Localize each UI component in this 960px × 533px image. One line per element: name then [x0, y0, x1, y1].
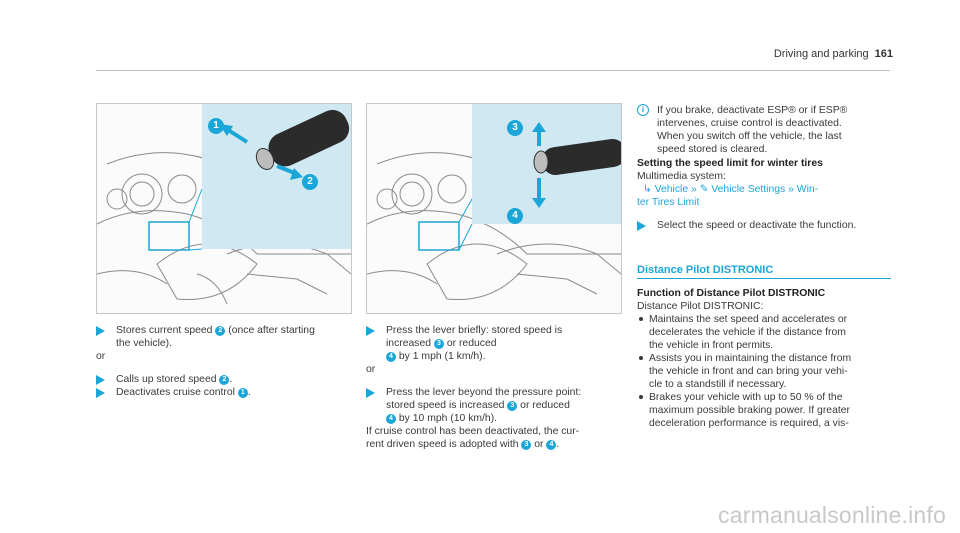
bullet-brakes: Brakes your vehicle with up to 50 % of t…	[637, 391, 893, 430]
callout-1: 1	[208, 116, 224, 134]
cockpit-illustration-2	[367, 104, 621, 301]
callout-2: 2	[302, 172, 318, 190]
cockpit-illustration-1	[97, 104, 351, 305]
header-title: Driving and parking	[773, 48, 869, 60]
path-winter-tires[interactable]: Win-	[796, 184, 819, 195]
double-chevron-icon: »	[691, 184, 697, 195]
header-rule	[96, 70, 890, 71]
step-deactivate: Deactivates cruise control 1.	[96, 386, 356, 399]
info-icon: i	[637, 104, 649, 116]
settings-icon: ✎	[699, 184, 709, 195]
step-arrow-icon	[366, 388, 375, 398]
step-press-beyond: Press the lever beyond the pressure poin…	[366, 386, 628, 425]
column-2: Press the lever briefly: stored speed is…	[366, 324, 628, 451]
step-arrow-icon	[637, 221, 646, 231]
path-winter-tires-cont[interactable]: ter Tires Limit	[637, 197, 700, 208]
return-arrow-icon: ↳	[643, 184, 652, 195]
double-chevron-icon: »	[788, 184, 794, 195]
step-arrow-icon	[96, 326, 105, 336]
figure-cruise-lever-2: 3 4	[366, 103, 622, 314]
heading-winter-tires: Setting the speed limit for winter tires	[637, 158, 823, 169]
menu-path: ↳ Vehicle » ✎ Vehicle Settings » Win-	[637, 183, 893, 196]
or-label: or	[366, 364, 376, 375]
step-store-speed: Stores current speed 2 (once after start…	[96, 324, 356, 350]
callout-4: 4	[507, 206, 523, 224]
bullet-maintains: Maintains the set speed and accelerates …	[637, 313, 893, 352]
watermark: carmanualsonline.info	[718, 502, 946, 528]
column-3: i If you brake, deactivate ESP® or if ES…	[637, 104, 893, 232]
intro-text: Distance Pilot DISTRONIC:	[637, 301, 764, 312]
step-arrow-icon	[96, 375, 105, 385]
callout-3: 3	[507, 118, 523, 136]
step-arrow-icon	[96, 388, 105, 398]
step-call-up-speed: Calls up stored speed 2.	[96, 373, 356, 386]
step-press-briefly: Press the lever briefly: stored speed is…	[366, 324, 628, 363]
section-title: Distance Pilot DISTRONIC	[637, 264, 774, 276]
deactivated-note: If cruise control has been deactivated, …	[366, 426, 580, 450]
running-header: Driving and parking 161	[774, 48, 893, 60]
or-label: or	[96, 351, 106, 362]
path-vehicle[interactable]: Vehicle	[654, 184, 689, 195]
step-arrow-icon	[366, 326, 375, 336]
path-vehicle-settings[interactable]: Vehicle Settings	[711, 184, 786, 195]
heading-function: Function of Distance Pilot DISTRONIC	[637, 288, 826, 299]
column-3-lower: Function of Distance Pilot DISTRONIC Dis…	[637, 287, 893, 430]
info-note: i If you brake, deactivate ESP® or if ES…	[637, 104, 893, 156]
section-rule	[637, 278, 891, 279]
figure-cruise-lever-1: 1 2	[96, 103, 352, 314]
step-select-speed: Select the speed or deactivate the funct…	[637, 219, 893, 232]
multimedia-label: Multimedia system:	[637, 171, 726, 182]
bullet-assists: Assists you in maintaining the distance …	[637, 352, 893, 391]
column-1: Stores current speed 2 (once after start…	[96, 324, 356, 399]
page-number: 161	[874, 48, 893, 60]
